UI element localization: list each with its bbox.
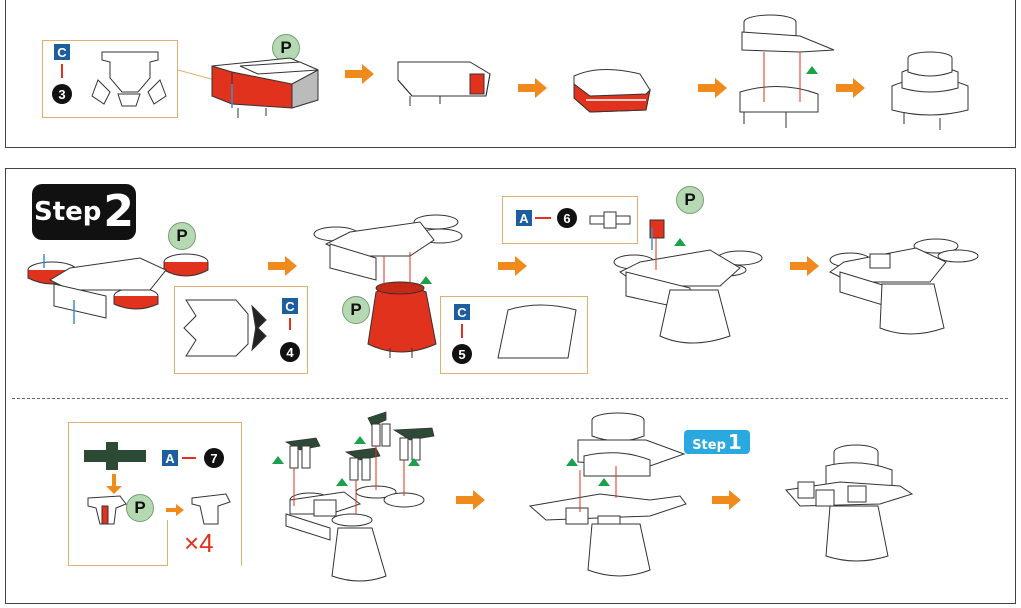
arrow-right-6 [498,256,527,276]
step-ref-word: Step [692,438,726,453]
piece-number-badge: 7 [204,448,224,468]
step-badge-number: 2 [103,186,135,237]
glue-triangles [272,436,420,486]
step-badge: Step 2 [32,184,136,240]
step-badge-word: Step [33,197,102,227]
arrow-right-5 [268,256,297,276]
assembly-3 [573,68,651,113]
flat-piece-c3 [91,51,167,107]
part-letter-badge: A [516,210,532,226]
assembly-4 [739,14,835,128]
callout-bottom-edge [68,520,168,566]
part-letter-badge: C [454,304,470,320]
drone-with-cone-assembly [613,219,763,344]
piece-number-badge: 5 [452,344,472,364]
glue-triangle [420,276,432,284]
part-letter-badge: A [162,450,178,466]
legs-attach-assembly [285,485,425,582]
final-drone-assembly [785,444,914,562]
arrow-right-4 [836,78,865,98]
assembly-5 [891,51,969,130]
step-ref-number: 1 [727,430,742,454]
combine-top-assembly [528,412,687,577]
part-callout-c3 [42,40,178,118]
top-instruction-panel [5,0,1016,148]
arrow-right-1 [345,64,374,84]
glue-point-badge: P [676,186,704,214]
part-callout-a7 [68,422,242,566]
assembly-1 [211,57,319,118]
arrow-right-small [166,504,184,516]
arrow-right-7 [790,256,819,276]
connector-line [461,324,463,338]
glue-point-badge: P [342,296,370,324]
part-letter-badge: C [282,298,298,314]
flat-piece-c5 [497,304,577,359]
legs-exploded [284,411,435,461]
arrow-right-2 [518,78,547,98]
leg-stems [289,423,421,481]
connector-line [182,457,196,459]
glue-point-badge: P [168,222,196,250]
glue-triangle [674,238,686,246]
connector-line [289,318,291,330]
part-callout-c4 [174,286,308,374]
part-callout-a6 [502,196,638,244]
placement-guides [293,446,405,514]
callout-leader [177,69,216,81]
connector-line [61,64,63,78]
arrow-right-9 [712,490,741,510]
piece-number-badge: 6 [557,208,577,228]
quantity-label: ×4 [184,528,214,558]
part-callout-c5 [440,296,588,374]
glue-point-badge: P [126,494,154,522]
leg-piece [87,495,127,525]
piece-number-badge: 3 [52,84,72,104]
step-reference-tag: Step 1 [684,430,750,454]
glue-triangle [806,66,818,74]
glue-triangles [566,458,610,486]
connector-line [535,217,551,219]
placement-guides [579,466,617,512]
drone-base-assembly [27,253,209,319]
piece-number-badge: 4 [280,342,300,362]
flat-piece-c4 [183,299,267,357]
body-with-cone [313,214,463,358]
leg-piece-finished [191,493,231,525]
flat-piece-a7 [84,442,146,470]
drone-assembly-finished [829,238,979,335]
assembly-2 [397,61,491,106]
section-divider [12,398,1008,400]
arrow-right-3 [698,78,727,98]
arrow-right-8 [456,490,485,510]
down-arrow [106,474,122,494]
flat-piece-a6 [589,211,631,229]
part-letter-badge: C [54,44,70,60]
